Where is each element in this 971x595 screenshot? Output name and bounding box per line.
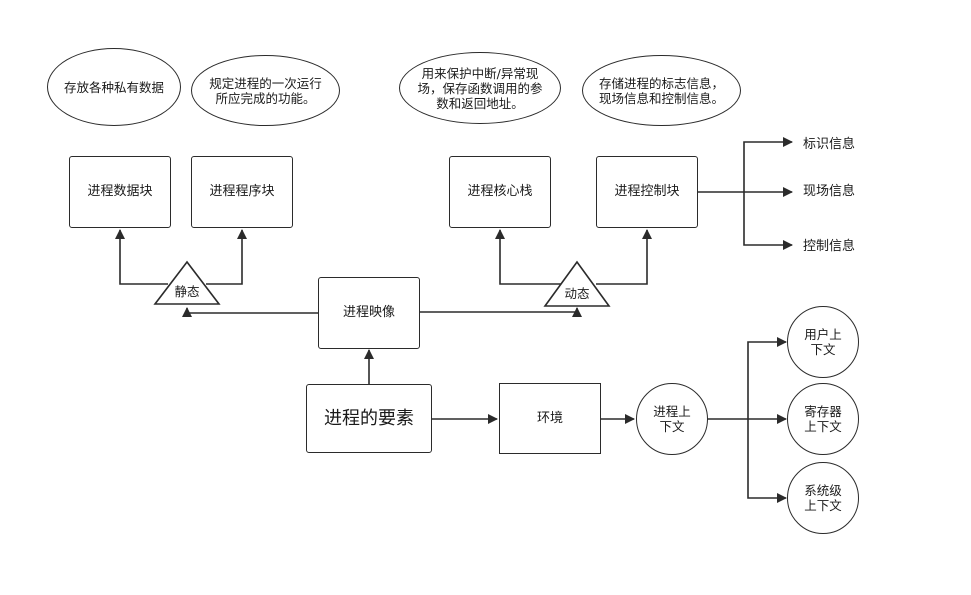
environment: 环境 <box>499 383 601 454</box>
process-image-text: 进程映像 <box>342 305 395 320</box>
dynamic-triangle <box>543 260 611 307</box>
process-elements: 进程的要素 <box>306 384 432 453</box>
edge-context-user <box>747 337 787 419</box>
edge-control-id <box>743 137 793 192</box>
data-block-text: 进程数据块 <box>87 184 153 199</box>
kernel-stack: 进程核心栈 <box>449 156 551 228</box>
control-block: 进程控制块 <box>596 156 698 228</box>
user-context: 用户上 下文 <box>787 306 859 378</box>
edge-image-static <box>182 307 319 317</box>
system-context-text: 系统级 上下文 <box>804 483 842 513</box>
environment-text: 环境 <box>536 410 563 426</box>
system-context: 系统级 上下文 <box>787 462 859 534</box>
program-block-text: 进程程序块 <box>209 184 275 199</box>
control-note-text: 存储进程的标志信息， 现场信息和控制信息。 <box>598 75 724 106</box>
static-triangle <box>153 260 221 305</box>
register-context-text: 寄存器 上下文 <box>804 404 842 434</box>
data-note-text: 存放各种私有数据 <box>63 79 164 95</box>
program-note: 规定进程的一次运行 所应完成的功能。 <box>191 55 340 126</box>
kernel-stack-text: 进程核心栈 <box>467 184 533 199</box>
edge-static-program <box>206 229 247 285</box>
register-context: 寄存器 上下文 <box>787 383 859 455</box>
control-note: 存储进程的标志信息， 现场信息和控制信息。 <box>582 55 741 126</box>
process-context: 进程上 下文 <box>636 383 708 455</box>
id-info-label: 标识信息 <box>803 137 856 152</box>
edge-static-data <box>115 229 168 285</box>
program-note-text: 规定进程的一次运行 所应完成的功能。 <box>209 75 322 106</box>
stack-note-text: 用来保护中断/异常现 场，保存函数调用的参 数和返回地址。 <box>417 65 543 111</box>
edge-dynamic-control <box>596 229 652 285</box>
edge-image-dynamic <box>419 307 582 317</box>
program-block: 进程程序块 <box>191 156 293 228</box>
scene-info-label: 现场信息 <box>803 184 856 199</box>
edge-context-sys <box>747 419 787 503</box>
stack-note: 用来保护中断/异常现 场，保存函数调用的参 数和返回地址。 <box>399 52 561 124</box>
process-context-text: 进程上 下文 <box>653 404 691 434</box>
static-label: 静态 <box>174 284 200 299</box>
edge-dynamic-stack <box>495 229 562 285</box>
data-block: 进程数据块 <box>69 156 171 228</box>
process-elements-text: 进程的要素 <box>324 407 414 429</box>
dynamic-label: 动态 <box>564 286 590 301</box>
process-image: 进程映像 <box>318 277 420 349</box>
edge-control-ctrl <box>743 192 793 250</box>
user-context-text: 用户上 下文 <box>804 327 842 357</box>
control-block-text: 进程控制块 <box>614 184 680 199</box>
ctrl-info-label: 控制信息 <box>803 239 856 254</box>
data-note: 存放各种私有数据 <box>47 48 181 126</box>
